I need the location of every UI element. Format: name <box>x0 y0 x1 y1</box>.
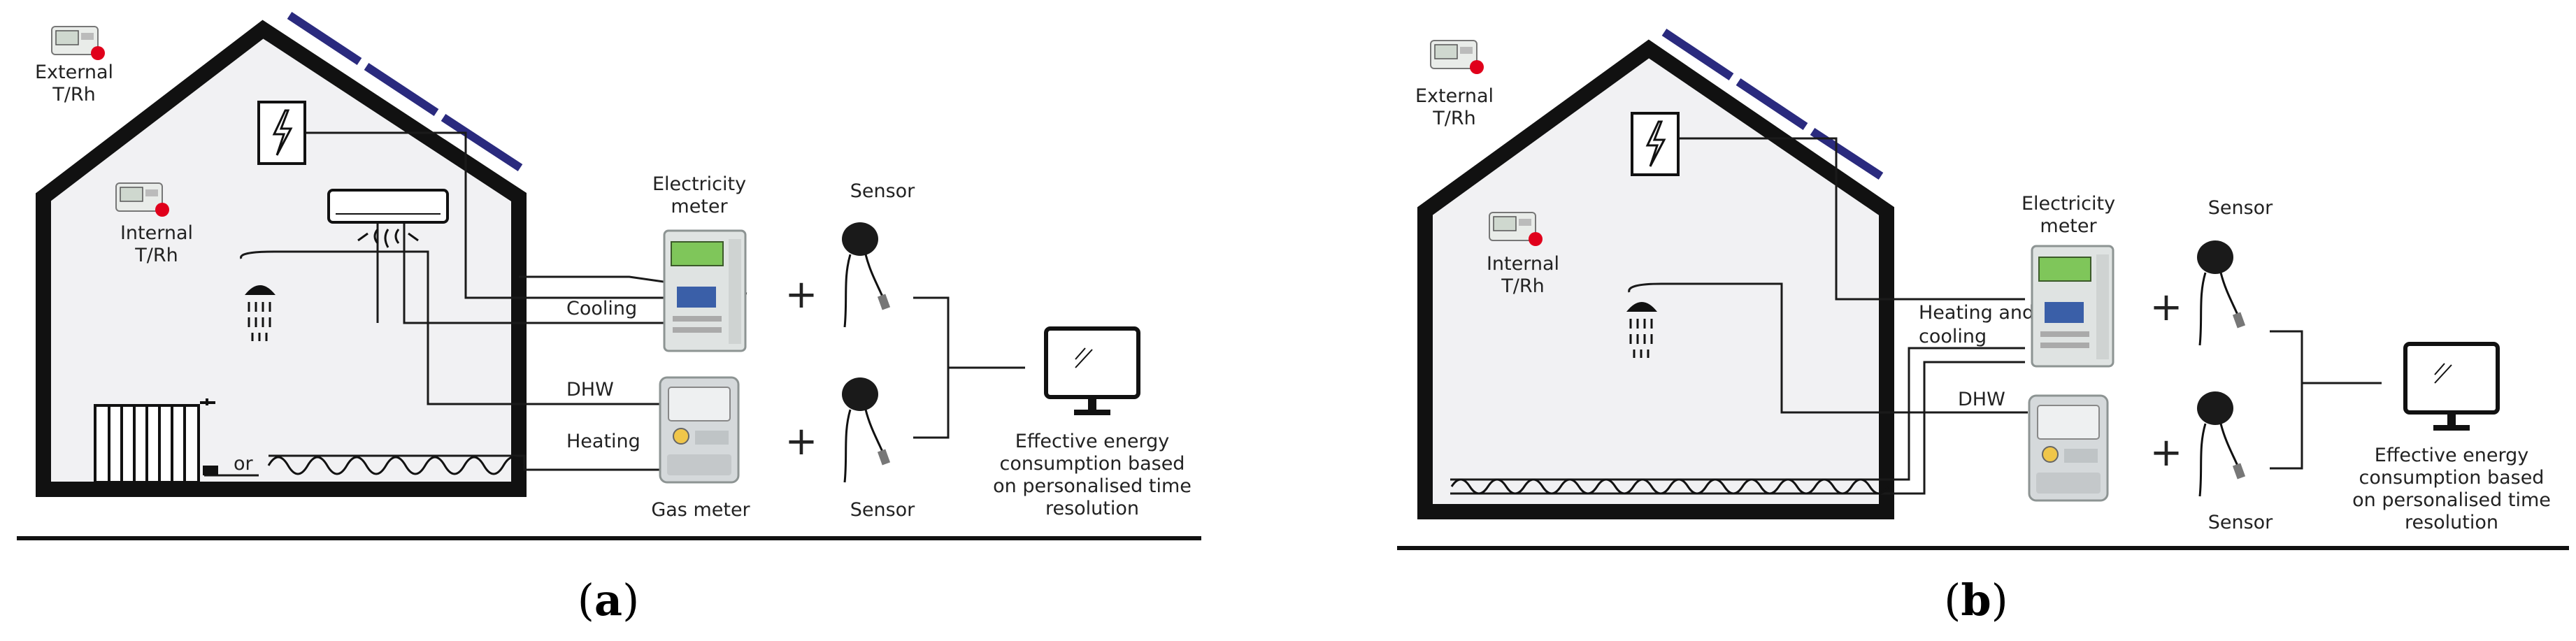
external-label-line1: External <box>35 62 113 83</box>
result-label-line4: resolution <box>1045 498 1139 519</box>
floor-heating-coil <box>1450 478 1889 495</box>
electricity-meter-label-line2: meter <box>2040 215 2097 237</box>
dhw-label: DHW <box>566 379 614 401</box>
gas-meter-label: Gas meter <box>651 499 750 521</box>
heating-cooling-label-line2: cooling <box>1919 326 1987 347</box>
internal-label-line1: Internal <box>120 222 193 244</box>
electricity-meter-icon <box>2031 245 2115 368</box>
result-label-line1: Effective energy <box>1015 431 1169 452</box>
plus-sign-top: + <box>785 272 818 317</box>
result-label-line3: on personalised time <box>993 475 1192 497</box>
gas-meter-icon <box>659 376 740 484</box>
electricity-meter-icon <box>663 229 747 352</box>
gas-meter-icon <box>2028 394 2109 502</box>
plus-sign-bottom: + <box>785 419 818 464</box>
panel-a: External T/Rh Internal T/Rh or Cooling D… <box>17 11 1201 626</box>
external-logger-icon <box>51 26 106 61</box>
plus-sign-top: + <box>2150 285 2183 330</box>
electricity-meter-label-line1: Electricity <box>652 173 746 195</box>
result-label-line2: consumption based <box>2359 467 2545 489</box>
caption-b: (b) <box>1944 575 2008 626</box>
heating-label: Heating <box>566 431 641 452</box>
internal-label-line1: Internal <box>1487 253 1559 275</box>
electric-panel-icon <box>257 101 306 165</box>
internal-label-line2: T/Rh <box>1501 275 1544 297</box>
result-label-line1: Effective energy <box>2375 445 2528 466</box>
sensor-bottom-label: Sensor <box>2208 512 2273 533</box>
sensor-bottom-icon <box>840 376 892 484</box>
external-logger-icon <box>1430 40 1484 75</box>
sensor-bottom-icon <box>2196 390 2247 498</box>
electric-panel-icon <box>1631 112 1680 176</box>
external-label-line2: T/Rh <box>1432 108 1475 129</box>
monitor-icon <box>2405 344 2498 431</box>
sensor-top-icon <box>840 221 892 329</box>
caption-a: (a) <box>578 575 640 626</box>
internal-logger-icon <box>1489 212 1543 247</box>
house-outline <box>36 20 527 497</box>
sensor-top-label: Sensor <box>2208 197 2273 219</box>
dhw-label: DHW <box>1958 389 2005 410</box>
internal-logger-icon <box>115 182 170 217</box>
monitor-icon <box>1046 329 1138 415</box>
house-outline <box>1417 39 1894 519</box>
radiator-icon <box>94 397 220 484</box>
or-label: or <box>234 453 254 475</box>
result-label-line4: resolution <box>2405 512 2498 533</box>
internal-label-line2: T/Rh <box>134 245 178 266</box>
external-label-line2: T/Rh <box>52 84 95 106</box>
electricity-meter-label-line2: meter <box>671 196 728 217</box>
electricity-meter-label-line1: Electricity <box>2022 193 2115 215</box>
sensor-bottom-label: Sensor <box>850 499 915 521</box>
floor-heating-coil <box>267 456 524 475</box>
sensor-top-icon <box>2196 239 2247 347</box>
cooling-label: Cooling <box>566 298 637 319</box>
sensor-top-label: Sensor <box>850 180 915 202</box>
result-label-line2: consumption based <box>1000 453 1185 475</box>
panel-b: External T/Rh Internal T/Rh Heating and … <box>1397 29 2569 626</box>
solar-panel <box>287 11 523 172</box>
plus-sign-bottom: + <box>2150 430 2183 475</box>
external-label-line1: External <box>1415 85 1494 107</box>
result-label-line3: on personalised time <box>2352 489 2551 511</box>
heating-cooling-label-line1: Heating and <box>1919 302 2034 324</box>
